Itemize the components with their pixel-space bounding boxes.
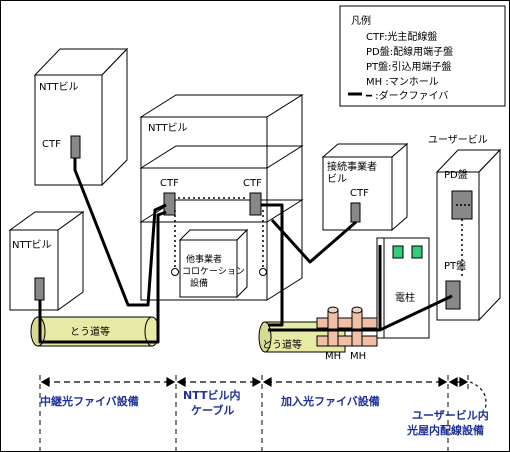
legend-item-pt: PT盤:引込用端子盤: [366, 60, 452, 73]
section-ntt-inner-label-2: ケーブル: [191, 403, 234, 417]
ntt-building-center: NTTビル CTF CTF 他事業者 コロケーション 設備: [139, 94, 304, 301]
pt-panel: [445, 280, 461, 310]
manhole-pipe: MH MH: [316, 306, 378, 362]
section-user-inner-label-2: 光屋内配線設備: [406, 423, 484, 437]
legend-title: 凡例: [351, 14, 371, 27]
ctf-panel-center-b: [249, 192, 262, 216]
legend-item-pd: PD盤:配線用端子盤: [366, 45, 453, 58]
ntt-center-label: NTTビル: [148, 122, 188, 134]
legend-item-mh: MH :マンホール: [366, 76, 439, 88]
connect-label-1: 接続事業者: [327, 160, 377, 173]
conduit-left-label: とう道等: [70, 325, 110, 338]
colo-label-2: コロケーション: [182, 266, 245, 277]
legend-item-darkfiber: ━ :ダークファイバ: [365, 89, 448, 102]
conduit-right-label: とう道等: [262, 338, 302, 351]
pole-insulator-b: [411, 245, 423, 259]
pd-label: PD盤: [444, 168, 468, 181]
section-user-inner-label-1: ユーザービル内: [412, 408, 489, 422]
ntt-building-left: NTTビル: [8, 211, 85, 311]
connect-label-2: ビル: [327, 173, 347, 185]
ntt-building-top: NTTビル CTF: [33, 47, 129, 187]
legend-box: 凡例 CTF:光主配線盤 PD盤:配線用端子盤 PT盤:引込用端子盤 MH :マ…: [339, 5, 506, 107]
pt-label: PT盤: [444, 259, 466, 272]
ctf-panel-connect: [350, 202, 361, 223]
ctf-panel-top: [70, 135, 81, 159]
section-subscriber-label: 加入光ファイバ設備: [280, 394, 380, 408]
ctf-label-top: CTF: [42, 139, 61, 150]
section-dividers: [39, 375, 469, 452]
ctf-label-center-b: CTF: [243, 178, 262, 189]
ctf-label-center-a: CTF: [160, 178, 179, 189]
colo-label-3: 設備: [190, 277, 208, 289]
conduit-right: とう道等: [258, 321, 346, 353]
section-ntt-inner-label-1: NTTビル内: [183, 388, 240, 402]
connector-left: [171, 268, 179, 276]
ctf-label-connect: CTF: [350, 188, 369, 199]
ntt-top-label: NTTビル: [39, 81, 79, 93]
ctf-panel-left: [34, 277, 45, 301]
mh-label-a: MH: [325, 351, 341, 362]
dark-fiber-lines: [38, 158, 453, 344]
legend-item-ctf: CTF:光主配線盤: [366, 30, 437, 43]
pole-insulator-a: [392, 245, 404, 259]
section-relay-label: 中継光ファイバ設備: [40, 394, 139, 408]
ntt-left-label: NTTビル: [12, 239, 52, 251]
ctf-panel-center-a: [163, 192, 176, 216]
pole-label: 電柱: [395, 291, 415, 304]
colo-label-1: 他事業者: [186, 253, 222, 265]
connector-right: [259, 268, 267, 276]
utility-pole: 電柱: [376, 237, 430, 339]
section-arrows: [40, 376, 487, 411]
mh-label-b: MH: [350, 351, 366, 362]
connect-building: 接続事業者 ビル CTF: [321, 142, 409, 232]
user-building-label: ユーザービル: [428, 134, 488, 146]
user-building: ユーザービル PD盤 PT盤: [428, 134, 502, 322]
